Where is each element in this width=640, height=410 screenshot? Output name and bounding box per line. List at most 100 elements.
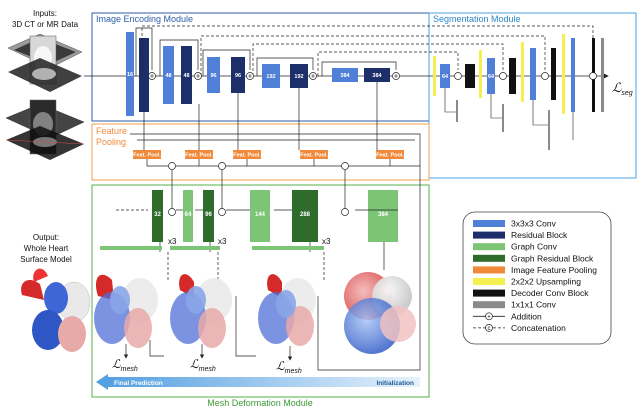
feat-pool-block — [300, 150, 328, 159]
enc-conv-192 — [262, 64, 280, 88]
legend-item: +Addition — [473, 311, 542, 321]
feature-concat-nodes — [168, 162, 349, 170]
enc-label-384a: 384 — [340, 73, 350, 79]
whole-heart-model — [21, 268, 91, 352]
dec-upsample — [479, 50, 482, 98]
dec-upsample — [562, 34, 565, 114]
mesh-label-288: 288 — [300, 212, 311, 218]
legend-label: Decoder Conv Block — [511, 288, 589, 298]
feat-pool-block — [376, 150, 404, 159]
legend-item: 3x3x3 Conv — [473, 219, 557, 229]
legend-item: Image Feature Pooling — [473, 265, 597, 275]
mesh-label-144: 144 — [255, 212, 266, 218]
legend-label: Concatenation — [511, 323, 566, 333]
concat-node — [168, 162, 176, 170]
concat-icon — [485, 324, 493, 332]
dec-1x1-conv — [601, 38, 604, 112]
mesh-flow-lines — [159, 170, 398, 270]
legend-symbol: + — [487, 315, 491, 321]
mesh-label-96: 96 — [205, 212, 212, 218]
dec-conv-final — [571, 38, 575, 112]
encoder-blocks: 16 48 48 96 96 192 192 384 384 — [126, 32, 390, 116]
mesh-loss-arrows — [123, 344, 293, 361]
legend-label: Residual Block — [511, 230, 568, 240]
dec-conv-64a — [440, 64, 450, 88]
dec-conv-64c — [530, 48, 536, 100]
repeat-x3-label: x3 — [322, 237, 331, 246]
repeat-x3-label: x3 — [168, 237, 177, 246]
feature-pooling-title-2: Pooling — [96, 137, 126, 147]
mesh-return-lines — [149, 296, 421, 371]
legend-label: Graph Conv — [511, 242, 558, 252]
graph-conv-64 — [183, 190, 193, 242]
concat-node — [218, 162, 226, 170]
addition-node-signs — [150, 74, 398, 78]
mesh-loss-1: ℒmesh — [112, 357, 138, 373]
enc-res-16 — [139, 38, 149, 112]
legend-label: Graph Residual Block — [511, 253, 594, 263]
mesh-loss-symbol: ℒ — [190, 357, 199, 371]
mesh-label-64: 64 — [185, 212, 192, 218]
seg-loss-label: ℒseg — [612, 80, 633, 97]
addition-icon — [485, 312, 493, 321]
legend-label: 1x1x1 Conv — [511, 300, 557, 310]
legend-item: Decoder Conv Block — [473, 288, 589, 298]
legend-item: Graph Residual Block — [473, 253, 594, 263]
concat-node — [218, 208, 226, 216]
decoder-output-branches — [444, 88, 574, 140]
mesh-deformation-title: Mesh Deformation Module — [207, 398, 313, 408]
feature-pooling-title-1: Feature — [96, 126, 127, 136]
legend-swatch — [473, 289, 505, 297]
legend-item: 1x1x1 Conv — [473, 300, 557, 310]
feat-pool-label: Feat. Pool. — [185, 153, 213, 159]
heart-mesh-3 — [258, 274, 316, 346]
progress-init-label: Initialization — [376, 380, 414, 387]
mesh-dashed-lines — [116, 209, 325, 282]
progress-final-label: Final Prediction — [114, 380, 163, 387]
output-title: Output: — [33, 233, 59, 242]
encoding-module-title: Image Encoding Module — [96, 14, 193, 24]
graph-res-block-32 — [152, 190, 163, 242]
heart-mesh-2 — [170, 274, 232, 348]
enc-label-48b: 48 — [183, 73, 189, 79]
mesh-graph-blocks: 32 96 64 144 288 384 — [152, 190, 398, 242]
decoder-concat-nodes — [454, 72, 597, 80]
decoder-side-bars — [456, 100, 550, 150]
feat-pool-block — [133, 150, 161, 159]
legend-swatch — [473, 254, 505, 262]
mesh-loss-subscript: mesh — [285, 368, 302, 375]
enc-label-96b: 96 — [235, 73, 241, 79]
segmentation-module-title: Segmentation Module — [433, 14, 521, 24]
feat-pool-block — [233, 150, 261, 159]
enc-conv-96 — [207, 57, 220, 93]
output-line2: Whole Heart — [24, 244, 69, 253]
dec-upsample — [433, 56, 436, 96]
inputs-subtitle: 3D CT or MR Data — [12, 20, 79, 29]
enc-label-48a: 48 — [165, 73, 171, 79]
dec-block — [551, 48, 556, 100]
feat-pool-label: Feat. Pool. — [133, 153, 161, 159]
feature-pooling-lines — [130, 82, 421, 360]
progress-arrow: Final Prediction Initialization — [96, 374, 420, 390]
concat-node — [341, 162, 349, 170]
graph-res-block-96 — [203, 190, 214, 242]
legend-swatch — [473, 243, 505, 251]
enc-conv-16 — [126, 32, 134, 116]
concat-node — [341, 208, 349, 216]
legend-label: Image Feature Pooling — [511, 265, 597, 275]
dec-upsample — [521, 42, 524, 102]
mesh-concat-nodes — [168, 208, 349, 216]
residual-skip-lines — [135, 27, 397, 76]
graph-conv-384 — [368, 190, 398, 242]
mesh-loss-3: ℒmesh — [276, 359, 302, 375]
feat-pool-label: Feat. Pool. — [233, 153, 261, 159]
enc-label-16: 16 — [127, 72, 133, 78]
concat-node — [168, 208, 176, 216]
mesh-loss-2: ℒmesh — [190, 357, 216, 373]
legend-swatch — [473, 231, 505, 239]
mesh-deformation-frame — [91, 184, 430, 398]
enc-label-384b: 384 — [372, 73, 382, 79]
